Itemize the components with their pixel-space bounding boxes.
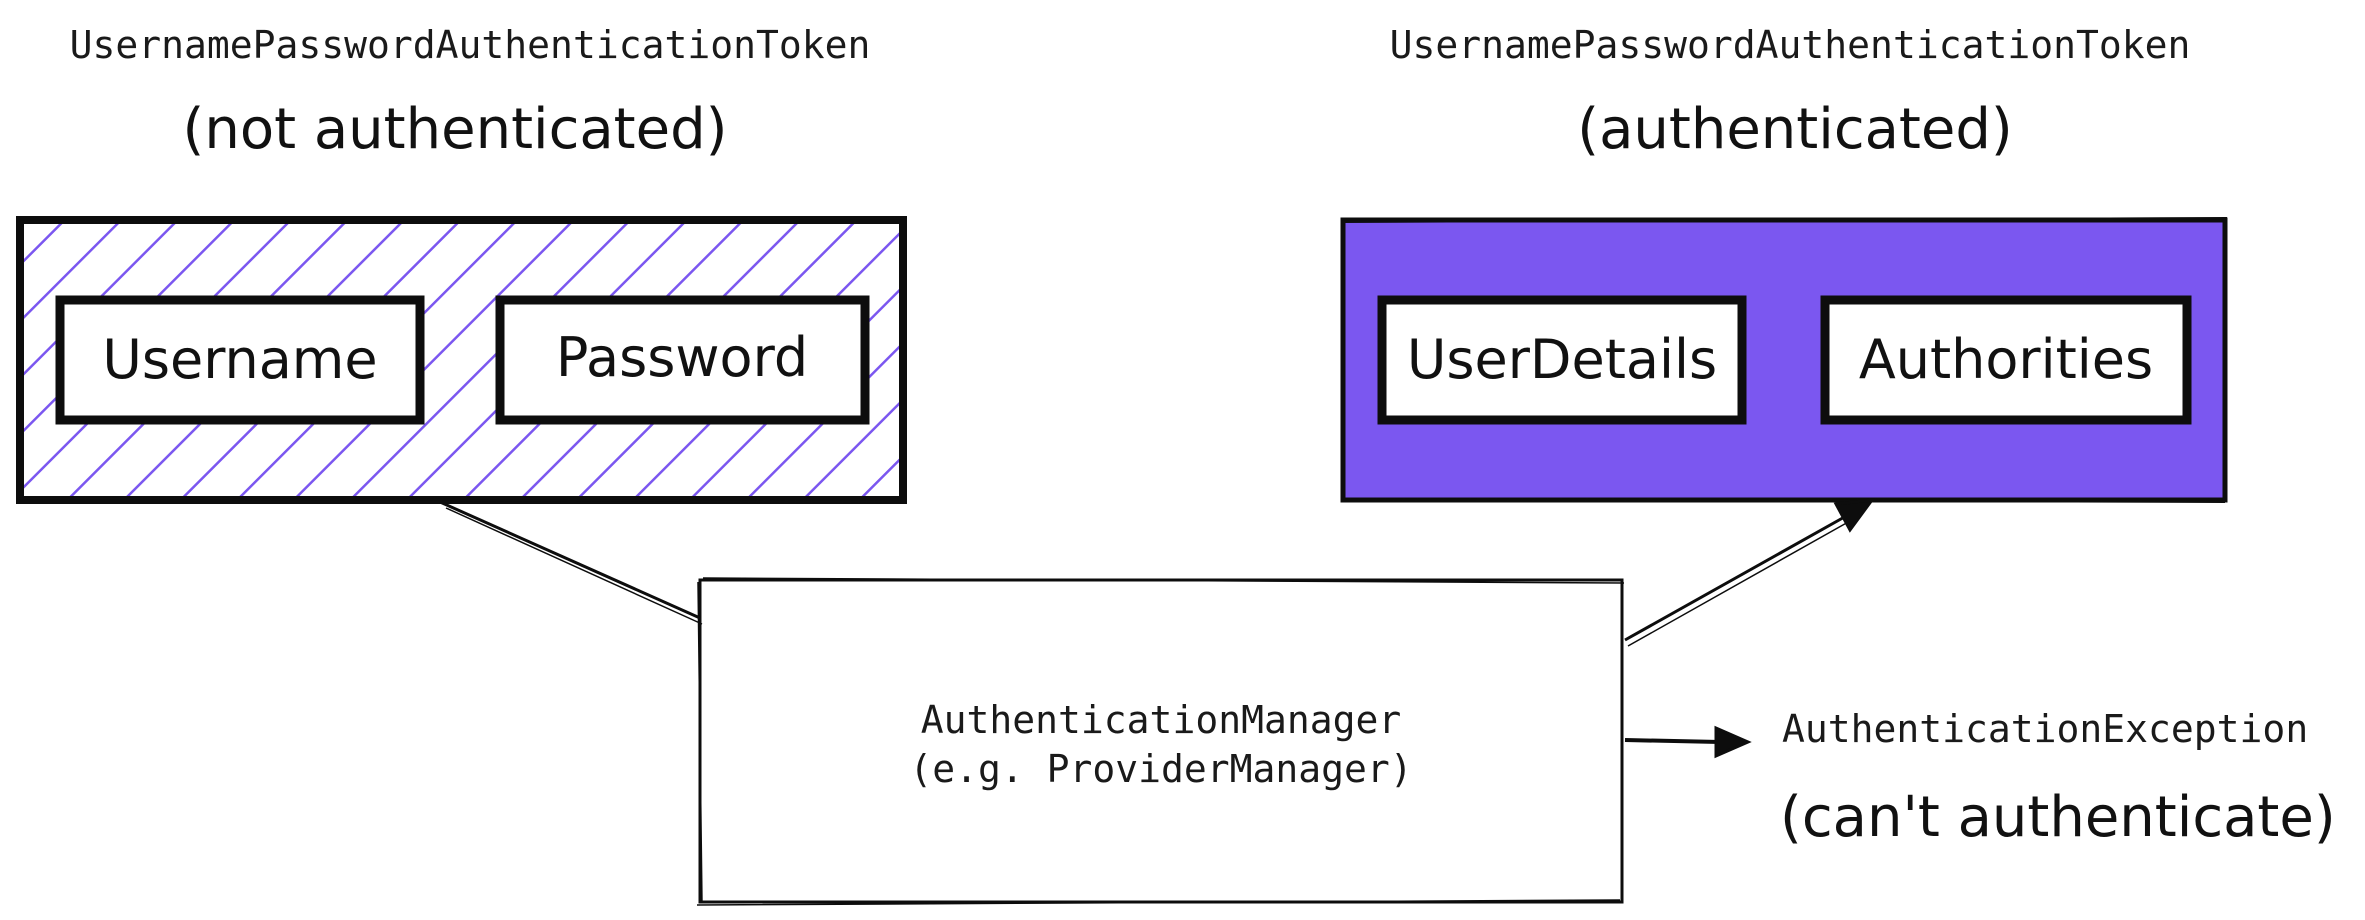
- password-field-box: Password: [495, 295, 870, 425]
- input-connector: [439, 500, 703, 625]
- failure-arrowhead: [1714, 725, 1752, 759]
- exception-state: (can't authenticate): [1780, 785, 2336, 850]
- right-token-state: (authenticated): [1577, 97, 2012, 162]
- authorities-field-box: Authorities: [1820, 295, 2192, 425]
- username-field-label: Username: [102, 328, 377, 391]
- success-arrowhead: [1833, 498, 1876, 533]
- authorities-field-label: Authorities: [1859, 328, 2153, 391]
- left-token-title: UsernamePasswordAuthenticationToken: [70, 23, 871, 67]
- success-arrow: [1624, 498, 1876, 647]
- username-field-box: Username: [55, 295, 425, 425]
- right-token-title: UsernamePasswordAuthenticationToken: [1390, 23, 2191, 67]
- failure-arrow: [1624, 725, 1752, 759]
- password-field-label: Password: [556, 326, 808, 389]
- userdetails-field-label: UserDetails: [1407, 328, 1717, 391]
- manager-example: (e.g. ProviderManager): [909, 747, 1412, 791]
- manager-name: AuthenticationManager: [921, 698, 1401, 742]
- authentication-manager-box: AuthenticationManager (e.g. ProviderMana…: [696, 577, 1625, 906]
- userdetails-field-box: UserDetails: [1377, 295, 1747, 425]
- exception-title: AuthenticationException: [1782, 707, 2308, 751]
- left-token-state: (not authenticated): [183, 97, 728, 162]
